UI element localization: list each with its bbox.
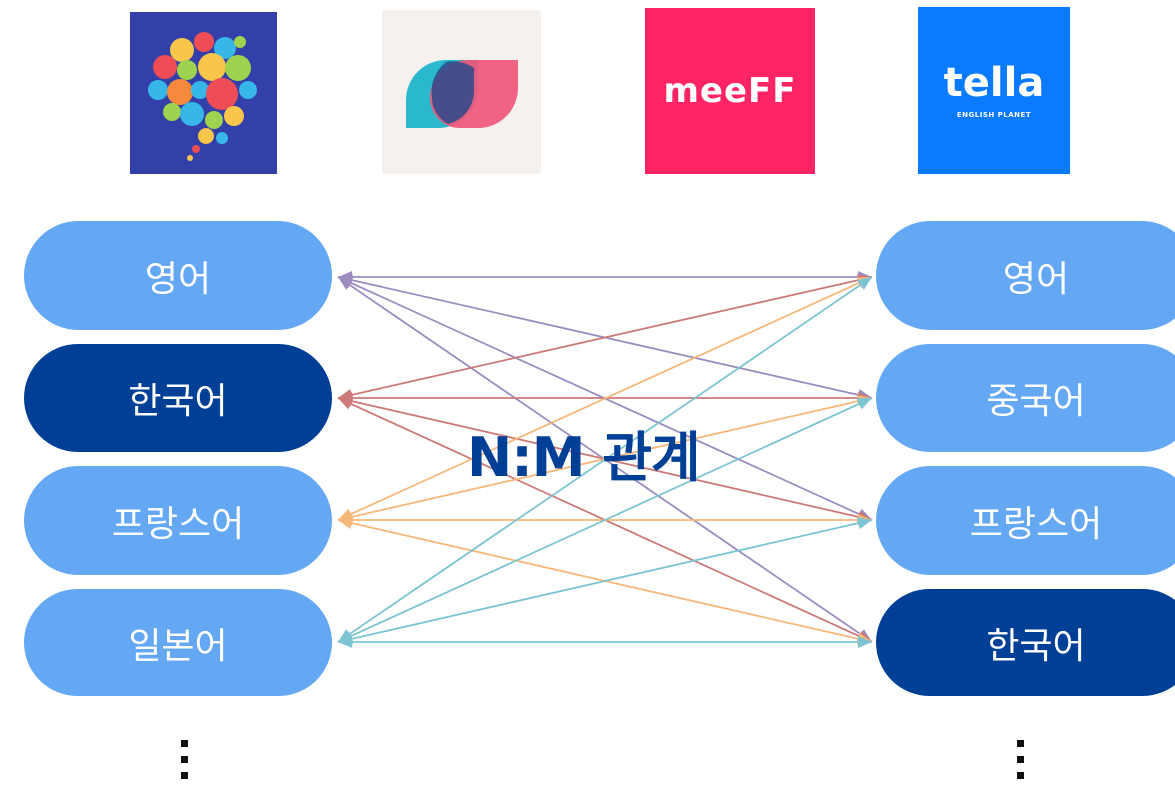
connection-line	[337, 276, 873, 643]
left-language-english: 영어	[24, 221, 332, 330]
right-language-chinese: 중국어	[876, 344, 1175, 452]
arrow-head	[857, 517, 872, 529]
tella-wordmark-icon: tella	[943, 59, 1045, 106]
left-language-label: 일본어	[128, 625, 228, 667]
speech-bubbles-icon	[148, 32, 257, 161]
meeff-logo: meeFF	[645, 8, 815, 174]
connection-line	[337, 397, 873, 643]
connection-line	[337, 276, 873, 399]
right-language-label: 프랑스어	[969, 503, 1103, 545]
relation-title: N:M 관계	[467, 426, 701, 489]
overlapping-leaves-icon	[406, 60, 518, 128]
hellotalk-logo	[130, 12, 277, 174]
tella-logo: tella ENGLISH PLANET	[918, 7, 1070, 174]
right-language-english: 영어	[876, 221, 1175, 330]
left-more-indicator	[181, 740, 191, 779]
left-language-japanese: 일본어	[24, 589, 332, 696]
arrow-head	[858, 636, 872, 648]
left-language-label: 한국어	[128, 381, 228, 422]
tella-tagline: ENGLISH PLANET	[956, 110, 1032, 119]
right-more-indicator	[1017, 740, 1027, 779]
left-language-label: 프랑스어	[111, 503, 245, 545]
tandem-logo	[382, 10, 541, 174]
right-language-label: 중국어	[986, 381, 1086, 422]
arrow-head	[338, 636, 352, 648]
connection-line	[337, 276, 873, 521]
arrow-head	[338, 517, 353, 529]
right-language-label: 영어	[1002, 258, 1070, 300]
right-language-label: 한국어	[986, 625, 1086, 667]
connection-line	[337, 519, 873, 643]
right-language-french: 프랑스어	[876, 466, 1175, 575]
left-language-label: 영어	[144, 258, 212, 300]
right-language-korean: 한국어	[876, 589, 1175, 696]
arrow-head	[857, 277, 872, 290]
meeff-wordmark-icon: meeFF	[663, 71, 797, 111]
left-language-korean: 한국어	[24, 344, 332, 452]
left-language-french: 프랑스어	[24, 466, 332, 575]
arrow-head	[856, 398, 872, 410]
arrow-head	[338, 277, 353, 290]
arrow-head	[338, 398, 354, 410]
